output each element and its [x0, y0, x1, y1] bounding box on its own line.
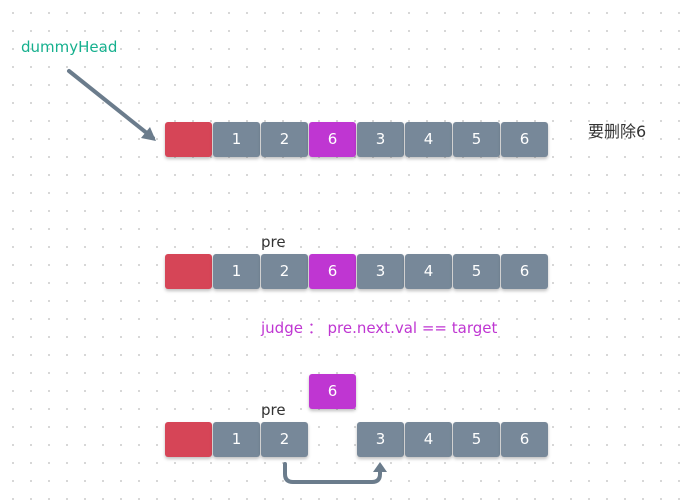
dummy-head-arrow: [67, 69, 155, 140]
dummy-head-node: [165, 122, 212, 157]
skip-arrow: [283, 462, 382, 484]
dummy-head-label: dummyHead: [21, 38, 118, 56]
list-node: 3: [357, 254, 404, 289]
delete-note: 要删除6: [588, 122, 647, 141]
list-node: 2: [261, 254, 308, 289]
list-node: 6: [501, 422, 548, 457]
list-node: 1: [213, 422, 260, 457]
list-node: 3: [357, 122, 404, 157]
list-node: 6: [501, 122, 548, 157]
list-node: 6: [309, 254, 356, 289]
list-node: 5: [453, 422, 500, 457]
list-node: 6: [501, 254, 548, 289]
list-node: 4: [405, 422, 452, 457]
dummy-head-node: [165, 422, 212, 457]
list-node: 1: [213, 254, 260, 289]
list-node: 6: [309, 122, 356, 157]
judge-condition: judge ： pre.next.val == target: [261, 319, 498, 337]
list-node: 4: [405, 122, 452, 157]
list-node: 5: [453, 122, 500, 157]
list-node: 4: [405, 254, 452, 289]
dummy-head-node: [165, 254, 212, 289]
removed-node: 6: [309, 374, 356, 409]
list-node: 2: [261, 122, 308, 157]
list-node: 5: [453, 254, 500, 289]
list-node: 1: [213, 122, 260, 157]
list-node: 3: [357, 422, 404, 457]
pre-label-row-3: pre: [261, 401, 286, 419]
list-node: 2: [261, 422, 308, 457]
dummy-head-arrowhead: [141, 127, 156, 141]
pre-label-row-2: pre: [261, 233, 286, 251]
skip-arrowhead: [373, 462, 387, 472]
